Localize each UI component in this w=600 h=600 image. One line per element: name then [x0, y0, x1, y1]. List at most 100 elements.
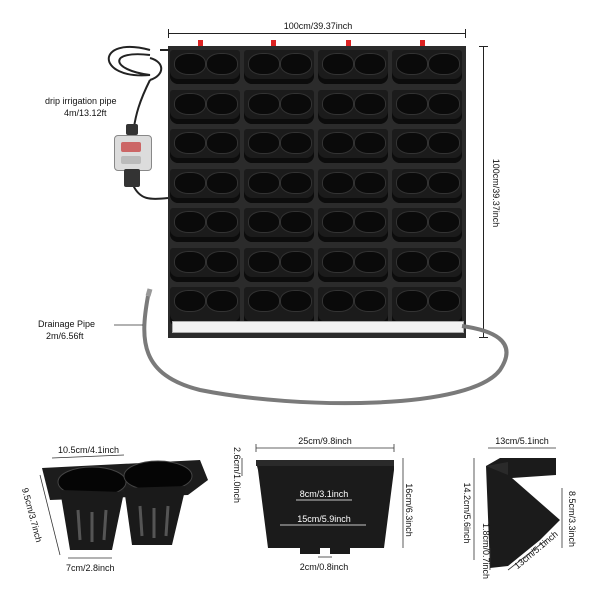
pot-bottom-width-label: 7cm/2.8inch	[66, 563, 115, 573]
tray-bottom-gap-label: 2cm/0.8inch	[299, 562, 349, 572]
pot-cup	[354, 132, 386, 154]
pot-cup	[248, 211, 280, 233]
planter-pot	[392, 287, 462, 327]
pot-cup	[322, 171, 354, 194]
pot-cup	[248, 53, 280, 75]
drip-pipe-length: 4m/13.12ft	[64, 108, 107, 118]
drainage-hose	[142, 295, 509, 406]
pot-cup	[354, 290, 386, 312]
planter-pot	[318, 168, 388, 203]
pot-cup	[206, 171, 238, 194]
drip-nozzle	[198, 40, 203, 46]
pot-cup	[248, 132, 280, 154]
pot-cup	[280, 250, 312, 273]
pot-cup	[248, 92, 280, 115]
pot-cup	[248, 171, 280, 194]
pot-cup	[428, 290, 460, 312]
pot-cup	[174, 290, 206, 312]
pot-top-width-label: 10.5cm/4.1inch	[58, 445, 120, 455]
tray-inner-top-label: 8cm/3.1inch	[299, 489, 349, 499]
pot-cup	[280, 211, 312, 233]
planter-pot	[392, 50, 462, 84]
bracket-thickness-label: 1.8cm/0.7inch	[481, 522, 491, 580]
planter-pot	[318, 208, 388, 242]
pot-cup	[396, 290, 428, 312]
planter-pot	[392, 208, 462, 242]
planter-pot	[318, 89, 388, 124]
planter-pot	[244, 168, 314, 203]
planter-pot	[170, 89, 240, 124]
planter-pot	[244, 247, 314, 282]
pot-cup	[206, 53, 238, 75]
pot-cup	[354, 250, 386, 273]
pot-cup	[428, 171, 460, 194]
pot-cup	[174, 250, 206, 273]
planter-pot	[170, 168, 240, 203]
pot-cup	[248, 250, 280, 273]
drip-pipe-coil	[107, 45, 151, 77]
pot-cup	[354, 171, 386, 194]
timer-connector	[124, 169, 140, 187]
right-dimension-line	[483, 46, 484, 338]
pot-cup	[280, 132, 312, 154]
pot-cup	[280, 171, 312, 194]
drip-pipe-label: drip irrigation pipe	[45, 96, 117, 106]
pot-cup	[322, 250, 354, 273]
drainage-pipe-length: 2m/6.56ft	[46, 331, 84, 341]
pot-cup	[322, 53, 354, 75]
pot-cup	[428, 53, 460, 75]
planter-pot	[170, 50, 240, 84]
timer-cap	[126, 124, 138, 135]
planter-pot	[244, 89, 314, 124]
pot-cup	[428, 132, 460, 154]
drainage-pipe-label: Drainage Pipe	[38, 319, 96, 329]
bracket-right-height-label: 8.5cm/3.3inch	[567, 490, 577, 548]
pot-cup	[354, 53, 386, 75]
pot-cup	[428, 211, 460, 233]
pot-cup	[396, 92, 428, 115]
planter-pot	[170, 208, 240, 242]
pot-cup	[428, 92, 460, 115]
pot-cup	[206, 132, 238, 154]
pot-cup	[322, 290, 354, 312]
pot-cup	[322, 211, 354, 233]
pot-cup	[280, 290, 312, 312]
planter-pot	[244, 50, 314, 84]
planter-pot	[318, 247, 388, 282]
pot-cup	[280, 92, 312, 115]
planter-pot	[318, 129, 388, 163]
pot-cup	[174, 171, 206, 194]
pot-cup	[322, 132, 354, 154]
pot-cup	[428, 250, 460, 273]
pot-cup	[354, 211, 386, 233]
planter-pot	[392, 247, 462, 282]
planter-pot	[318, 287, 388, 327]
pot-cup	[354, 92, 386, 115]
planter-pot	[392, 129, 462, 163]
planter-pot	[170, 129, 240, 163]
planter-pot	[318, 50, 388, 84]
pot-cup	[396, 53, 428, 75]
pot-cup	[322, 92, 354, 115]
planter-pot	[244, 287, 314, 327]
top-width-label: 100cm/39.37inch	[283, 21, 353, 31]
pot-cup	[396, 250, 428, 273]
pot-cup	[174, 132, 206, 154]
planter-pot	[170, 287, 240, 327]
tray-width-label: 25cm/9.8inch	[298, 436, 352, 446]
drip-nozzle	[420, 40, 425, 46]
planter-pot	[244, 129, 314, 163]
timer-display	[121, 142, 141, 152]
planter-pot	[392, 89, 462, 124]
drip-nozzle	[346, 40, 351, 46]
top-dimension-line	[168, 33, 466, 34]
tray-inner-middle-label: 15cm/5.9inch	[297, 514, 351, 524]
bracket-height-label: 14.2cm/5.6inch	[462, 482, 472, 544]
pot-cup	[174, 92, 206, 115]
drip-nozzle	[271, 40, 276, 46]
pot-cup	[396, 211, 428, 233]
pot-cup	[174, 53, 206, 75]
